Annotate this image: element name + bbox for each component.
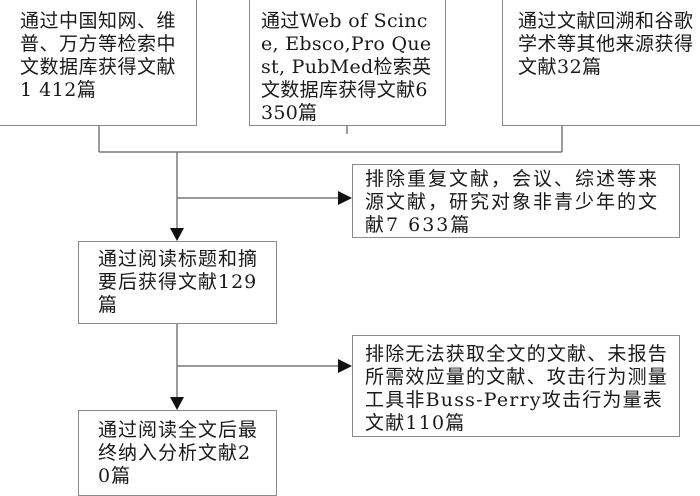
- arrow-down-to-screening: [170, 228, 184, 241]
- exclusion-text-full-text: 排除无法获取全文的文献、未报告所需效应量的文献、攻击行为测量工具非Buss-Pe…: [365, 343, 669, 434]
- arrow-down-to-included: [170, 397, 184, 410]
- arrow-right-to-exclusion-1: [338, 191, 352, 205]
- source-text-chinese-databases: 通过中国知网、维普、万方等检索中文数据库获得文献1 412篇: [20, 10, 177, 101]
- source-text-other-sources: 通过文献回溯和谷歌学术等其他来源获得文献32篇: [518, 10, 694, 78]
- screening-box-title-abstract: 通过阅读标题和摘要后获得文献129篇: [78, 241, 277, 324]
- exclusion-box-full-text: 排除无法获取全文的文献、未报告所需效应量的文献、攻击行为测量工具非Buss-Pe…: [352, 335, 680, 437]
- source-box-chinese-databases: 通过中国知网、维普、万方等检索中文数据库获得文献1 412篇: [0, 0, 197, 126]
- source-box-english-databases: 通过Web of Scince, Ebsco,Pro Quest, PubMed…: [249, 0, 446, 126]
- exclusion-text-duplicates: 排除重复文献，会议、综述等来源文献，研究对象非青少年的文献7 633篇: [365, 168, 660, 236]
- included-box-final: 通过阅读全文后最终纳入分析文献20篇: [78, 410, 277, 496]
- included-text-final: 通过阅读全文后最终纳入分析文献20篇: [98, 419, 259, 487]
- arrow-right-to-exclusion-2: [338, 359, 352, 373]
- source-text-english-databases: 通过Web of Scince, Ebsco,Pro Quest, PubMed…: [261, 10, 435, 124]
- source-box-other-sources: 通过文献回溯和谷歌学术等其他来源获得文献32篇: [502, 0, 700, 126]
- exclusion-box-duplicates: 排除重复文献，会议、综述等来源文献，研究对象非青少年的文献7 633篇: [352, 164, 680, 238]
- screening-text-title-abstract: 通过阅读标题和摘要后获得文献129篇: [98, 248, 259, 316]
